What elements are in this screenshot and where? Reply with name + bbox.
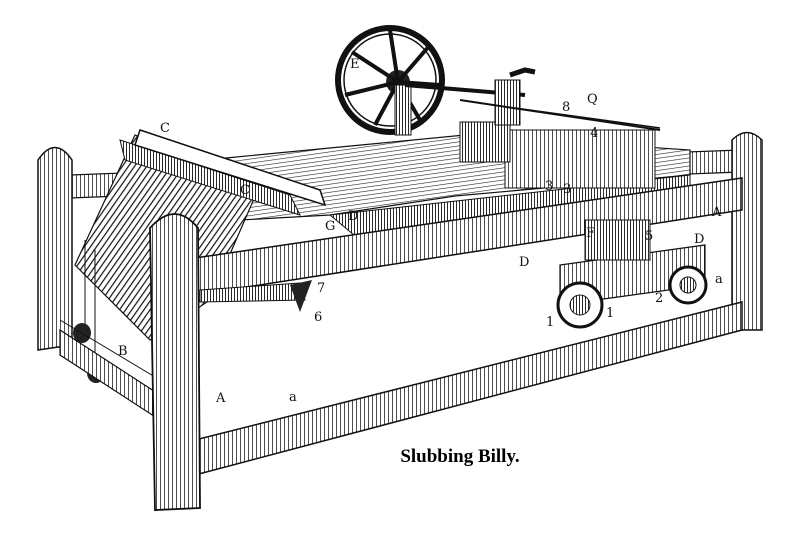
label-7: 7 [317,281,325,296]
frame-post-back-left [37,146,73,351]
flywheel [335,25,445,136]
label-8: 8 [562,100,570,115]
lever [199,280,312,312]
label-B: B [118,344,128,359]
spindle-row [459,121,656,189]
label-A-left: A [215,391,226,406]
figure-labels: Q 8 4 E C C D G 3 3 A F 5 D D a 7 6 2 1 … [118,57,723,406]
label-6: 6 [314,310,322,325]
label-C-mid: C [240,183,250,198]
label-D-right: D [694,232,704,247]
label-a-left: a [289,390,297,405]
label-3b: 3 [563,182,571,197]
label-2: 2 [655,291,663,306]
label-F: F [586,226,595,241]
label-G: G [325,219,335,234]
label-D-left: D [348,209,358,224]
label-a-right: a [715,272,723,287]
label-E: E [350,57,360,72]
frame-post-front-left [149,213,201,511]
label-A-right: A [711,205,722,220]
label-4: 4 [590,126,598,141]
frame-post-back-right [731,131,763,331]
label-1a: 1 [546,315,554,330]
label-1b: 1 [606,306,614,321]
label-D-mid: D [519,255,529,270]
label-3a: 3 [545,179,553,194]
figure-caption: Slubbing Billy. [400,446,520,467]
label-5: 5 [645,229,653,244]
drive-shaft [404,67,661,131]
label-C-top: C [160,121,170,136]
label-Q: Q [587,92,598,107]
carriage-wheels [556,219,708,329]
